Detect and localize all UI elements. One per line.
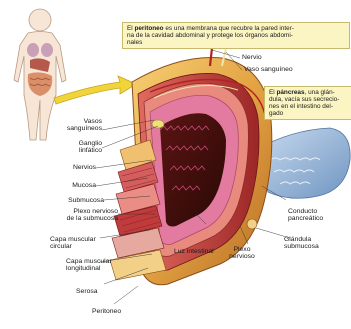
label-vasos-sanguineos: Vasos sanguíneos	[60, 118, 102, 133]
label-nervio: Nervio	[242, 54, 262, 61]
label-capa-longitudinal: Capa muscular longitudinal	[66, 258, 112, 273]
peritoneum-callout-term: peritoneo	[134, 25, 163, 32]
label-circular-l2: circular	[50, 243, 72, 250]
pancreas-callout-term: páncreas	[276, 89, 304, 96]
label-capa-circular: Capa muscular circular	[50, 236, 96, 251]
peritoneum-callout: El peritoneo es una membrana que recubre…	[122, 22, 350, 49]
label-vaso-sanguineo: Vaso sanguíneo	[244, 66, 293, 73]
human-silhouette	[14, 9, 66, 140]
label-conducto-pancreatico: Conducto pancreático	[288, 208, 323, 223]
pancreas-callout-l2: dula, vacía sus secrecio-	[269, 96, 339, 103]
label-ganglio-l1: Ganglio	[79, 140, 102, 147]
label-plexo-nervioso: Plexo nervioso	[226, 246, 258, 261]
label-glandula-l1: Glándula	[284, 236, 311, 243]
peritoneum-callout-l1-post: es una membrana que recubre la pared int…	[164, 25, 294, 32]
pancreas-callout-l3: nes en el intestino del-	[269, 103, 333, 110]
label-plexo-submucosa: Plexo nervioso de la submucosa	[56, 208, 118, 223]
pancreas-callout: El páncreas, una glán- dula, vacía sus s…	[264, 86, 351, 120]
label-luz-intestinal: Luz intestinal	[174, 248, 214, 255]
pancreas-callout-l1-post: , una glán-	[305, 89, 335, 96]
label-glandula-submucosa: Glándula submucosa	[284, 236, 319, 251]
label-mucosa: Mucosa	[56, 182, 96, 189]
label-nervios: Nervios	[56, 164, 96, 171]
label-glandula-l2: submucosa	[284, 243, 319, 250]
label-submucosa: Submucosa	[52, 197, 104, 204]
label-conducto-l1: Conducto	[288, 208, 317, 215]
peritoneum-callout-l2: na de la cavidad abdominal y protege los…	[127, 32, 293, 39]
label-vasos-l2: sanguíneos	[67, 125, 102, 132]
label-plexo-l1: Plexo	[233, 246, 250, 253]
label-longitudinal-l1: Capa muscular	[66, 258, 112, 265]
label-ganglio-l2: linfático	[79, 147, 102, 154]
label-plexo-l2: nervioso	[229, 253, 255, 260]
label-plexo-sub-l1: Plexo nervioso	[73, 208, 118, 215]
pancreas-callout-l4: gado	[269, 110, 283, 117]
label-plexo-sub-l2: de la submucosa	[67, 215, 118, 222]
label-peritoneo: Peritoneo	[92, 308, 121, 315]
label-conducto-l2: pancreático	[288, 215, 323, 222]
label-ganglio-linfatico: Ganglio linfático	[64, 140, 102, 155]
label-longitudinal-l2: longitudinal	[66, 265, 100, 272]
label-circular-l1: Capa muscular	[50, 236, 96, 243]
label-serosa: Serosa	[76, 288, 98, 295]
peritoneum-callout-l3: nales	[127, 39, 142, 46]
label-vasos-l1: Vasos	[84, 118, 102, 125]
